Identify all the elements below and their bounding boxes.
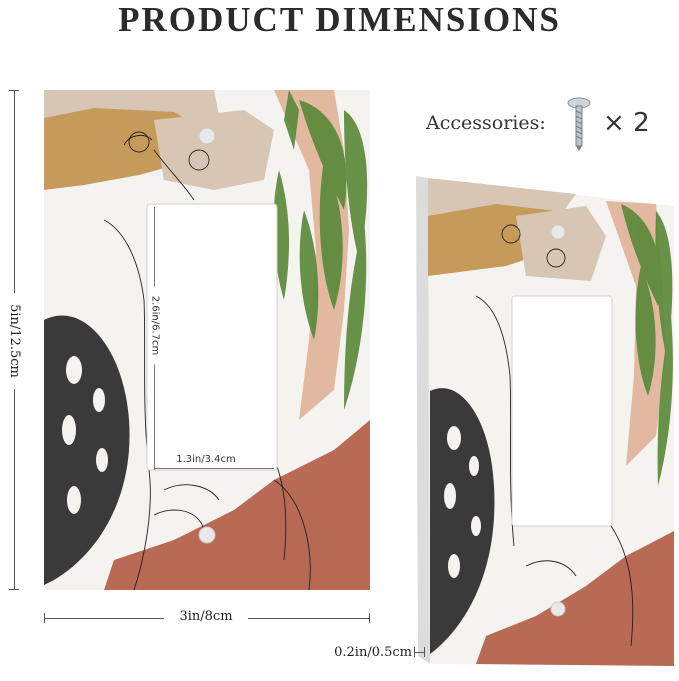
front-plate: [44, 90, 370, 590]
width-left-tick: [44, 613, 45, 623]
thickness-label: 0.2in/0.5cm: [334, 645, 412, 660]
screw-icon: [567, 97, 591, 151]
width-right-tick: [369, 613, 370, 623]
opening-width-line: [154, 468, 274, 469]
opening-height-label: 2.6in/6.7cm: [149, 286, 161, 365]
angled-plate: [416, 176, 674, 666]
width-label: 3in/8cm: [164, 609, 248, 624]
thickness-dimension-line: [414, 652, 424, 653]
height-bottom-tick: [9, 589, 19, 590]
height-top-tick: [9, 90, 19, 91]
thickness-right-tick: [424, 647, 425, 657]
accessories-label: Accessories:: [426, 112, 546, 134]
accessories-count: × 2: [603, 108, 650, 138]
opening-width-label: 1.3in/3.4cm: [166, 454, 246, 465]
thickness-left-tick: [414, 647, 415, 657]
accessories-count-value: 2: [633, 108, 650, 138]
height-label: 5in/12.5cm: [4, 293, 22, 389]
page-title: PRODUCT DIMENSIONS: [118, 0, 561, 39]
